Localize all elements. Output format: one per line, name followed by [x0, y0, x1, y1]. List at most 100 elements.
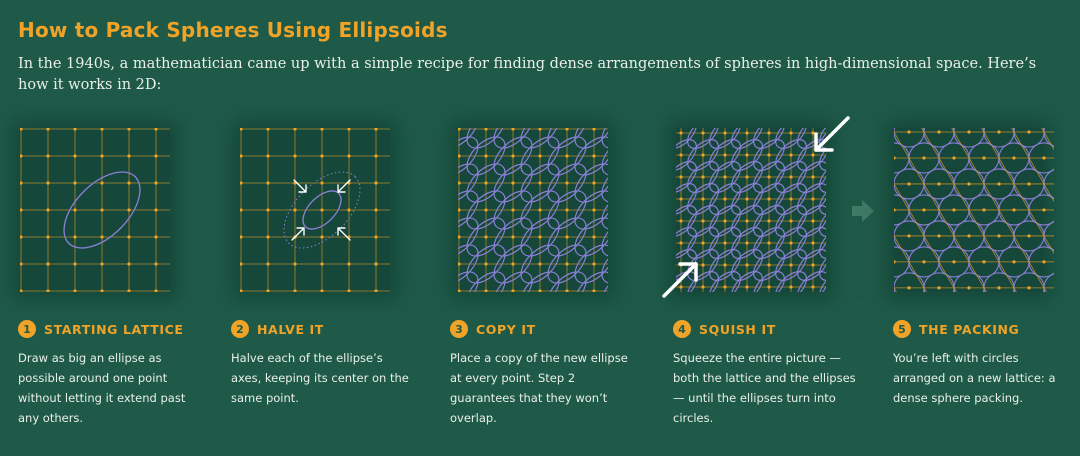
lattice-point [789, 153, 793, 157]
lattice-point [907, 286, 911, 290]
ellipse-copies [676, 128, 826, 292]
ellipse-copy [676, 128, 697, 149]
lattice-point [723, 219, 727, 223]
ellipse-copy [731, 139, 763, 171]
lattice-point [20, 208, 23, 212]
ellipse-copy [601, 163, 608, 203]
step-2-description: Halve each of the ellipse’s axes, keepin… [231, 351, 409, 405]
lattice-point [679, 219, 683, 223]
lattice-point [701, 219, 705, 223]
ellipse-copy [493, 136, 533, 176]
lattice-point [967, 234, 971, 238]
lattice-point [745, 241, 749, 245]
ellipse-copy [676, 128, 680, 132]
lattice-points [240, 128, 378, 292]
panel-starting-lattice [20, 128, 170, 292]
lattice-point [789, 263, 793, 267]
lattice-point [127, 154, 131, 158]
ellipse-copy [520, 190, 560, 230]
lattice-point [679, 175, 683, 179]
lattice-point [767, 131, 771, 135]
lattice-point [46, 154, 50, 158]
lattice-point [20, 262, 23, 266]
lattice-point [154, 128, 158, 131]
ellipse-copy [493, 190, 533, 230]
lattice-point [46, 128, 50, 131]
lattice-point [154, 181, 158, 185]
lattice-point [293, 208, 297, 212]
lattice-point [458, 128, 461, 131]
lattice-points [894, 130, 1046, 290]
ellipse-copy [797, 128, 826, 149]
lattice-point [240, 128, 243, 131]
lattice-grid [458, 128, 608, 292]
lattice-point [565, 128, 569, 131]
lattice-point [767, 285, 771, 289]
lattice-point [723, 197, 727, 201]
lattice-point [374, 128, 378, 131]
lattice-point [347, 208, 351, 212]
ellipse-copy [775, 271, 807, 292]
ellipse-copy [775, 128, 807, 149]
lattice-point [154, 289, 158, 292]
lattice-point [937, 286, 941, 290]
step-2-header: 2 HALVE IT [231, 320, 324, 338]
ellipse-copy [547, 244, 587, 284]
lattice-point [1042, 208, 1046, 212]
lattice-point [701, 241, 705, 245]
lattice-point [1027, 286, 1031, 290]
lattice-point [767, 197, 771, 201]
lattice-point [46, 262, 50, 266]
lattice-points [679, 131, 815, 289]
lattice-point [745, 197, 749, 201]
lattice-point [266, 235, 270, 239]
ellipse-copy [466, 190, 506, 230]
ellipse-copy [458, 190, 479, 230]
lattice-point [789, 219, 793, 223]
copy-it-figure [458, 128, 608, 292]
ellipse-copy [775, 161, 807, 193]
ellipse-copy [466, 163, 506, 203]
lattice-grid [20, 128, 170, 292]
lattice-point [997, 182, 1001, 186]
lattice-point [458, 208, 461, 212]
lattice-point [484, 262, 488, 266]
lattice-point [907, 234, 911, 238]
lattice-point [565, 262, 569, 266]
lattice-point [538, 154, 542, 158]
ellipse-copy [493, 244, 533, 284]
lattice-line [981, 128, 1054, 255]
lattice-point [100, 181, 104, 185]
lattice-point [907, 130, 911, 134]
ellipse-copy [493, 217, 533, 257]
lattice-point [374, 235, 378, 239]
lattice-point [723, 131, 727, 135]
lattice-point [565, 181, 569, 185]
lattice-point [266, 208, 270, 212]
big-ellipse [63, 171, 141, 249]
lattice-point [20, 235, 23, 239]
the-packing-figure [894, 128, 1054, 292]
lattice-point [511, 262, 515, 266]
ellipse-copy [574, 271, 608, 292]
ellipse-copy [520, 217, 560, 257]
lattice-point [484, 289, 488, 292]
lattice-point [266, 154, 270, 158]
squeeze-arrow-icon [814, 116, 850, 152]
lattice-point [240, 289, 243, 292]
ellipse-copy [775, 183, 807, 215]
lattice-point [811, 131, 815, 135]
lattice-point [1012, 260, 1016, 264]
lattice-point [982, 208, 986, 212]
ellipse-copy [458, 244, 479, 284]
lattice-point [723, 285, 727, 289]
ellipse-copy [709, 205, 741, 237]
lattice-point [100, 235, 104, 239]
lattice-point [320, 181, 324, 185]
ellipse-copy [775, 139, 807, 171]
ellipse-copy [753, 271, 785, 292]
lattice-point [100, 154, 104, 158]
lattice-point [538, 208, 542, 212]
lattice-point [100, 289, 104, 292]
lattice-point [73, 208, 77, 212]
